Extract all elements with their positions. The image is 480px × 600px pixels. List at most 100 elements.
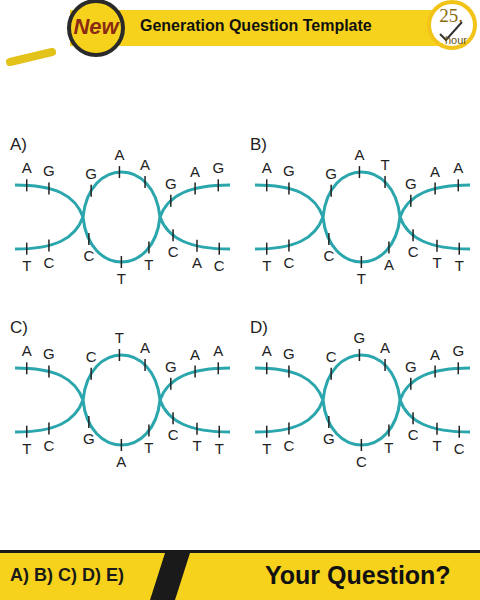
base-letter: G xyxy=(83,431,95,446)
base-tick xyxy=(194,366,196,378)
base-tick xyxy=(412,412,414,424)
base-letter: A xyxy=(190,347,200,362)
base-letter: T xyxy=(380,157,389,172)
base-letter: T xyxy=(215,441,224,456)
base-letter: G xyxy=(325,166,337,181)
question-prompt: Your Question? xyxy=(265,561,451,590)
base-letter: G xyxy=(405,176,417,191)
base-tick xyxy=(330,185,332,197)
base-tick xyxy=(384,176,386,188)
base-tick xyxy=(48,240,50,252)
base-tick xyxy=(218,362,220,374)
base-letter: C xyxy=(44,438,55,453)
panel-letter: A) xyxy=(10,135,27,155)
base-tick xyxy=(359,349,361,361)
base-letter: C xyxy=(86,349,97,364)
base-tick xyxy=(194,183,196,195)
base-letter: C xyxy=(408,427,419,442)
base-letter: C xyxy=(454,441,465,456)
base-letter: A xyxy=(190,164,200,179)
base-letter: A xyxy=(262,160,272,175)
base-tick xyxy=(170,378,172,390)
base-letter: A xyxy=(192,255,202,270)
footer-bar xyxy=(0,550,480,600)
base-tick xyxy=(121,256,123,268)
base-tick xyxy=(88,416,90,428)
base-letter: A xyxy=(140,157,150,172)
base-tick xyxy=(458,179,460,191)
base-tick xyxy=(172,412,174,424)
base-letter: G xyxy=(165,359,177,374)
base-tick xyxy=(384,359,386,371)
footer-answer-panel xyxy=(0,553,165,600)
base-tick xyxy=(412,229,414,241)
clock-number: 25. xyxy=(439,5,463,27)
base-letter: T xyxy=(384,440,393,455)
base-letter: G xyxy=(85,166,97,181)
base-letter: T xyxy=(115,330,124,345)
base-tick xyxy=(388,242,390,254)
base-tick xyxy=(119,349,121,361)
base-tick xyxy=(196,240,198,252)
base-tick xyxy=(288,365,290,377)
base-tick xyxy=(266,243,268,255)
base-tick xyxy=(436,423,438,435)
base-letter: T xyxy=(432,438,441,453)
base-letter: C xyxy=(326,349,337,364)
base-tick xyxy=(144,359,146,371)
base-letter: A xyxy=(116,454,126,469)
base-tick xyxy=(330,368,332,380)
base-letter: C xyxy=(408,244,419,259)
panel-letter: D) xyxy=(250,318,268,338)
base-letter: T xyxy=(455,258,464,273)
header-title: Generation Question Template xyxy=(140,17,372,35)
magnifier-lens xyxy=(69,1,123,55)
base-letter: C xyxy=(168,244,179,259)
base-letter: A xyxy=(114,147,124,162)
magnifier-handle xyxy=(10,52,52,62)
base-letter: G xyxy=(212,160,224,175)
base-letter: A xyxy=(430,164,440,179)
base-letter: G xyxy=(283,163,295,178)
base-letter: T xyxy=(262,441,271,456)
base-tick xyxy=(48,182,50,194)
base-letter: A xyxy=(262,343,272,358)
base-tick xyxy=(219,243,221,255)
base-letter: G xyxy=(43,163,55,178)
base-tick xyxy=(119,166,121,178)
base-letter: A xyxy=(22,343,32,358)
base-tick xyxy=(172,229,174,241)
base-letter: C xyxy=(44,255,55,270)
base-tick xyxy=(359,166,361,178)
base-letter: T xyxy=(144,257,153,272)
base-letter: C xyxy=(356,454,367,469)
base-letter: C xyxy=(83,248,94,263)
new-badge: New xyxy=(73,14,118,40)
base-tick xyxy=(48,423,50,435)
base-letter: C xyxy=(214,258,225,273)
base-tick xyxy=(410,378,412,390)
base-tick xyxy=(459,243,461,255)
base-letter: T xyxy=(117,271,126,286)
base-tick xyxy=(26,362,28,374)
footer-question-panel xyxy=(175,553,480,600)
base-tick xyxy=(196,423,198,435)
base-tick xyxy=(388,425,390,437)
base-letter: A xyxy=(22,160,32,175)
base-tick xyxy=(434,366,436,378)
base-letter: G xyxy=(354,330,366,345)
base-tick xyxy=(148,242,150,254)
base-tick xyxy=(436,240,438,252)
dna-strand xyxy=(15,172,230,217)
clock-face xyxy=(429,2,475,48)
base-letter: C xyxy=(284,438,295,453)
base-tick xyxy=(459,426,461,438)
base-letter: G xyxy=(43,346,55,361)
base-tick xyxy=(361,256,363,268)
base-tick xyxy=(26,426,28,438)
base-tick xyxy=(328,416,330,428)
dna-strand xyxy=(15,355,230,400)
base-letter: G xyxy=(283,346,295,361)
base-letter: T xyxy=(262,258,271,273)
